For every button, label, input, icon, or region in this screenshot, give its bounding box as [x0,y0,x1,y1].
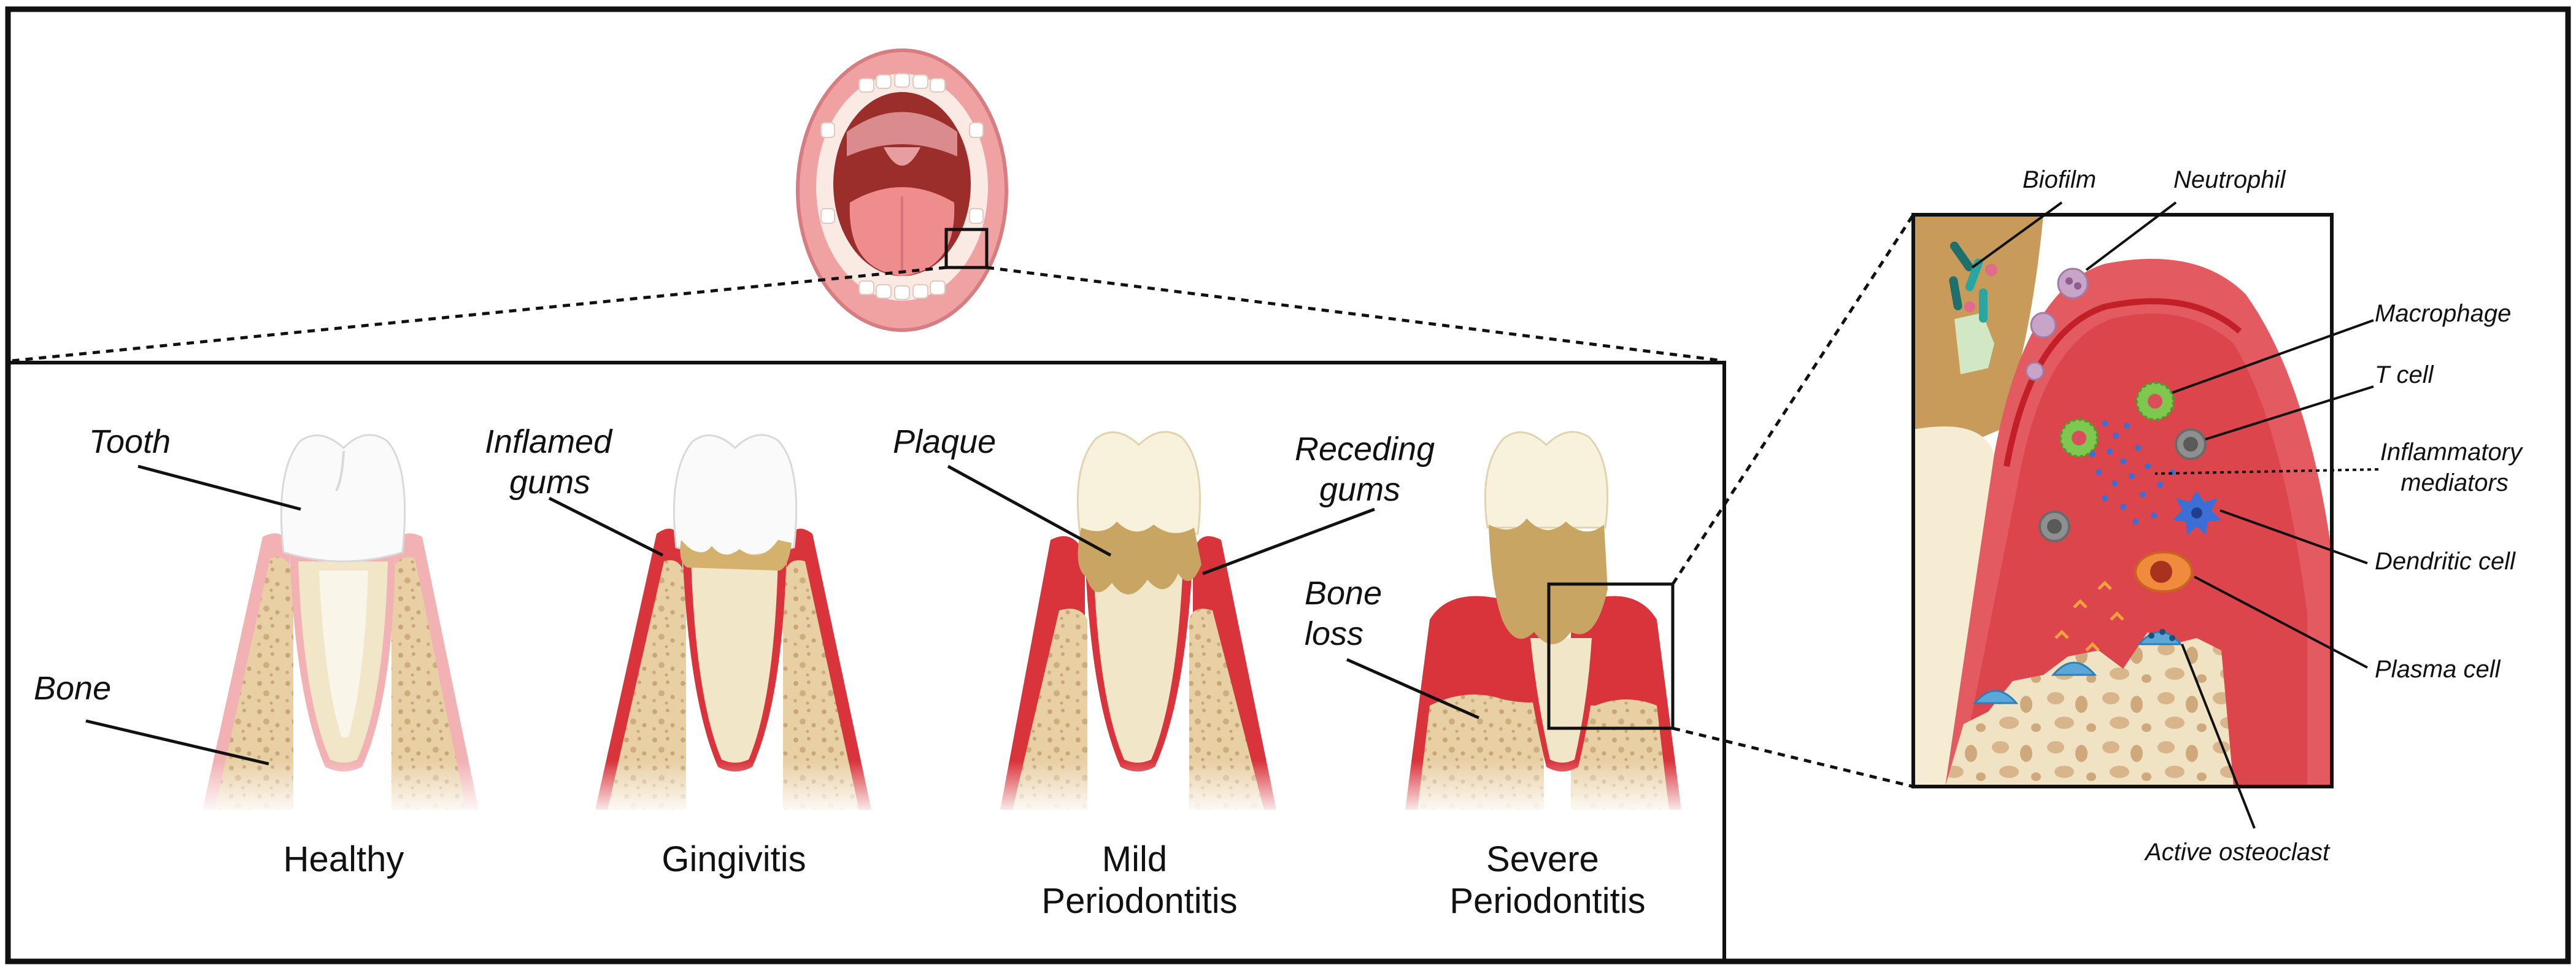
open-mouth-icon [796,48,1008,332]
mouth-zoom-box [944,228,989,269]
leader-line [2172,319,2374,394]
leader-line [548,496,664,557]
label-inflammatory-mediators: Inflammatory mediators [2380,439,2529,496]
t-cell-icon [2175,428,2207,460]
zoom-line [12,266,947,363]
magnified-panel-frame [1911,213,2334,788]
leader-line [2205,385,2374,441]
leader-line [137,464,301,511]
leader-line [2085,201,2177,271]
leader-line [2194,575,2368,669]
macrophage-cell-icon [2135,382,2175,421]
plasma-cell-icon [2134,551,2193,593]
zoom-line [1672,726,1914,788]
zoom-line [986,266,1724,363]
label-bone: Bone [34,670,111,707]
stage-zoom-box [1547,582,1675,730]
label-inflamed-gums: Inflamed gums [485,423,621,501]
label-bone-loss: Bone loss [1305,575,1391,652]
stage-title-severe-periodontitis: Severe Periodontitis [1449,839,1645,921]
leader-line [2219,509,2368,564]
leader-line [1346,658,1480,720]
magnified-tissue-panel [1913,215,2332,787]
label-macrophage: Macrophage [2375,300,2511,327]
label-t-cell: T cell [2375,361,2434,388]
stage-title-mild-periodontitis: Mild Periodontitis [1041,839,1237,921]
leader-line [947,464,1112,557]
label-active-osteoclast: Active osteoclast [2144,839,2331,866]
neutrophil-cell-icon [2057,268,2089,299]
dendritic-cell-icon [2172,491,2221,535]
stage-gingivitis-illustration [577,434,896,816]
stage-mild-periodontitis-illustration [982,431,1301,816]
zoom-line [1671,214,1915,585]
label-dendritic-cell: Dendritic cell [2375,548,2516,575]
mediators-cluster [2089,420,2175,525]
label-biofilm: Biofilm [2023,166,2096,193]
stage-title-gingivitis: Gingivitis [661,839,806,879]
label-plaque: Plaque [893,423,996,460]
leader-line [1971,201,2063,269]
label-tooth: Tooth [89,423,171,460]
stages-panel-frame [6,361,1726,963]
stage-severe-periodontitis-illustration [1393,431,1712,816]
stage-title-healthy: Healthy [283,839,404,879]
stage-healthy-illustration [184,434,503,816]
leader-line [2154,468,2379,475]
label-plasma-cell: Plasma cell [2375,656,2501,683]
osteoclast-cell-icon [2137,629,2183,645]
leader-line [2181,644,2256,829]
label-neutrophil: Neutrophil [2173,166,2286,193]
label-receding-gums: Receding gums [1295,431,1444,508]
leader-line [1202,507,1375,575]
leader-line [85,719,269,766]
